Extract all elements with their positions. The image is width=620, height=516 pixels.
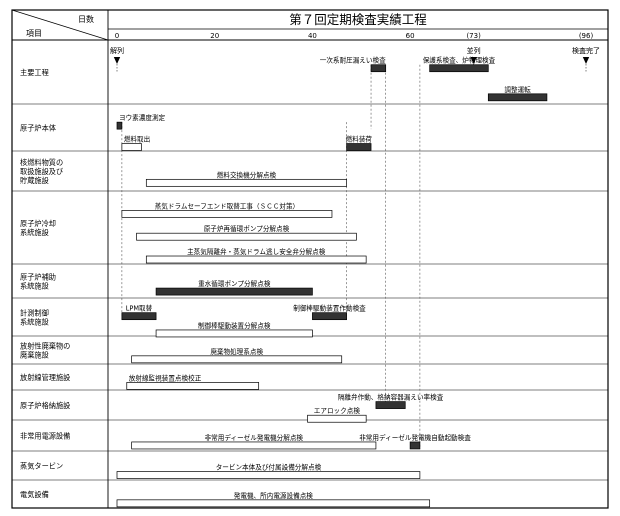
task-bar-filled <box>346 143 372 151</box>
milestone-marker <box>470 57 477 64</box>
header-diagonal <box>11 9 109 41</box>
milestone-marker <box>582 57 590 64</box>
task-bar-hollow <box>121 143 142 151</box>
row-label: 系統施設 <box>20 318 49 327</box>
task-bar-label: 非常用ディーゼル発電機自動起動検査 <box>359 433 471 442</box>
task-bar-filled <box>429 64 489 73</box>
task-bar-label: 燃料装荷 <box>346 135 373 144</box>
task-bar-hollow <box>307 414 367 423</box>
row-label: 放射線管理施設 <box>20 373 70 382</box>
row-label: 貯蔵施設 <box>20 176 49 185</box>
task-bar-label: 原子炉再循環ポンプ分解点検 <box>204 224 290 233</box>
row-label: 原子炉本体 <box>20 124 56 133</box>
task-bar-filled <box>155 287 313 296</box>
x-tick-label: 40 <box>308 32 317 40</box>
task-bar-hollow <box>131 355 343 364</box>
task-bar-label: 放射線監視装置点検校正 <box>129 373 202 382</box>
milestone-marker <box>113 57 121 64</box>
milestone-label: 解列 <box>110 46 124 55</box>
task-bar-hollow <box>136 232 357 241</box>
task-bar-label: 隔離弁作動、格納容器漏えい率検査 <box>338 393 444 402</box>
row-label: 非常用電源設備 <box>20 432 70 441</box>
task-bar-label: ヨウ素濃度測定 <box>119 113 166 122</box>
row-label: 廃棄施設 <box>20 351 49 360</box>
row-label: 放射性廃棄物の <box>20 342 70 351</box>
x-axis-ticks: 0 20 40 60 (73) (96) <box>115 32 594 40</box>
task-bar-hollow <box>145 255 367 264</box>
task-bar-label: 制御棒駆動装置作動検査 <box>293 304 366 313</box>
row-label: 核燃料物質の <box>20 158 63 167</box>
task-bar-label: LPM取替 <box>126 304 153 313</box>
task-bar-label: 燃料交換機分解点検 <box>217 170 277 179</box>
row-label: 計測制御 <box>20 309 49 318</box>
chart-title: 第７回定期検査実績工程 <box>289 12 427 27</box>
task-bar-label: 一次系耐圧漏えい検査 <box>320 56 386 65</box>
task-bar-filled <box>121 312 157 321</box>
task-bar-label: 調整運転 <box>504 85 531 94</box>
task-bar-label: タービン本体及び付属設備分解点検 <box>216 463 322 472</box>
task-bar-filled <box>487 93 548 102</box>
task-bar-label: 保護系検査、炉物理検査 <box>423 56 496 65</box>
task-bar-hollow <box>116 471 421 479</box>
task-bar-hollow <box>145 178 347 187</box>
task-bar-label: 重水循環ポンプ分解点検 <box>198 279 271 288</box>
task-bar-label: 制御棒駆動装置分解点検 <box>198 321 271 330</box>
task-bar-label: 廃棄物処理系点検 <box>210 347 263 356</box>
x-tick-label: 0 <box>115 32 119 40</box>
task-bar-label: 燃料取出 <box>124 135 150 144</box>
row-label: 電気設備 <box>20 490 49 499</box>
row-label: 原子炉格納施設 <box>20 401 70 410</box>
outer-border <box>11 9 609 509</box>
task-bar-label: 蒸気ドラムセーフエンド取替工事（ＳＣＣ対策） <box>155 201 299 210</box>
x-tick-label: 20 <box>210 32 219 40</box>
x-tick-label: (96) <box>579 32 594 40</box>
milestone-label: 並列 <box>467 46 481 55</box>
task-bar-hollow <box>155 329 313 338</box>
milestones: 解列 並列 検査完了 <box>110 46 600 72</box>
task-bar-hollow <box>116 499 431 508</box>
row-label: 原子炉冷却 <box>20 219 56 228</box>
row-label: 取扱施設及び <box>20 167 63 176</box>
row-label: 主要工程 <box>20 68 49 77</box>
task-bar-filled <box>116 121 123 130</box>
x-tick-label: (73) <box>466 32 481 40</box>
x-tick-label: 60 <box>406 32 415 40</box>
dashed-guides <box>121 64 421 449</box>
row-label: 原子炉補助 <box>20 273 56 282</box>
task-bar-filled <box>375 401 406 409</box>
task-bar-label: 主蒸気隔離弁・蒸気ドラム逃し安全弁分解点検 <box>187 247 326 256</box>
row-label: 蒸気タービン <box>20 462 63 471</box>
row-label: 系統施設 <box>20 282 49 291</box>
task-bar-label: 発電機、所内電源設備点検 <box>234 491 314 500</box>
header-days-label: 日数 <box>78 14 94 24</box>
task-bar-filled <box>370 64 387 73</box>
row-label: 系統施設 <box>20 228 49 237</box>
task-bar-hollow <box>131 441 377 450</box>
task-bar-label: 非常用ディーゼル発電機分解点検 <box>205 433 304 442</box>
task-bar-filled <box>409 441 421 450</box>
header-items-label: 項目 <box>26 29 42 38</box>
task-bar-filled <box>312 312 347 321</box>
task-bar-hollow <box>126 382 260 390</box>
row-labels: 主要工程原子炉本体核燃料物質の取扱施設及び貯蔵施設原子炉冷却系統施設原子炉補助系… <box>20 68 70 499</box>
task-bar-label: エアロック点検 <box>314 406 361 415</box>
task-bar-hollow <box>121 210 333 218</box>
milestone-label: 検査完了 <box>572 46 600 55</box>
